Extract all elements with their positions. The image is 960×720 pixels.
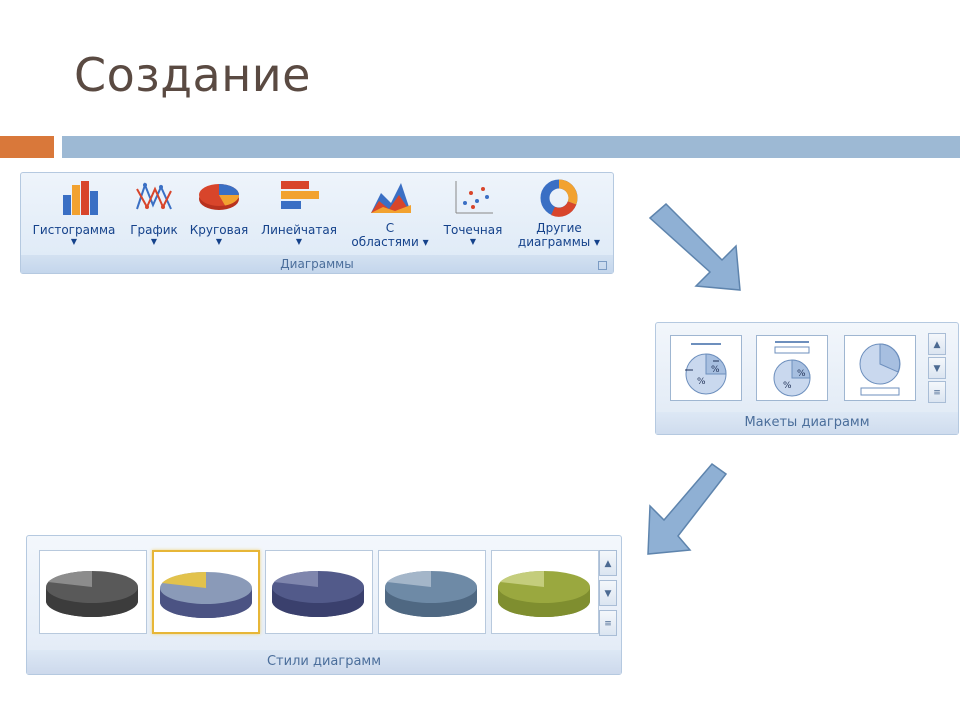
title-accent-bar-orange (0, 136, 54, 158)
chart-styles-group-label: Стили диаграмм (27, 650, 621, 674)
pie-button[interactable]: Круговая ▼ (185, 173, 253, 255)
chart-layout-2[interactable]: % % (756, 335, 828, 401)
chart-layout-3[interactable] (844, 335, 916, 401)
doughnut-chart-icon (540, 179, 578, 217)
chart-style-1[interactable] (39, 550, 147, 634)
layout-pie-percent-icon: % % (685, 343, 727, 395)
scatter-label: Точечная (443, 223, 503, 237)
bar-button[interactable]: Линейчатая ▼ (253, 173, 345, 255)
arrow-down-left-icon (647, 462, 728, 555)
scroll-up-button[interactable]: ▲ (928, 333, 946, 355)
svg-text:%: % (783, 381, 792, 391)
chart-layouts-ribbon-group: % % % % ▲ ▼ ≡ Макеты диаграмм (655, 322, 959, 435)
slide-title: Создание (74, 48, 311, 102)
3d-pie-icon (160, 571, 252, 618)
column-chart-icon (63, 181, 98, 215)
chart-style-3[interactable] (265, 550, 373, 634)
svg-text:%: % (697, 377, 706, 387)
charts-group-label: Диаграммы (21, 255, 613, 273)
gallery-more-button[interactable]: ≡ (599, 610, 617, 636)
3d-pie-icon (498, 570, 590, 617)
title-accent-bar-blue (62, 136, 960, 158)
chart-style-4[interactable] (378, 550, 486, 634)
dialog-launcher-icon[interactable] (598, 261, 607, 270)
layout-pie-legend-bottom-icon (859, 343, 901, 396)
charts-ribbon-group: Гистограмма ▼ График ▼ Круговая ▼ Линейч… (20, 172, 614, 274)
gallery-more-button[interactable]: ≡ (928, 381, 946, 403)
chevron-down-icon: ▼ (150, 237, 158, 246)
other-charts-button[interactable]: Другие диаграммы ▾ (511, 173, 607, 255)
area-chart-icon (371, 183, 411, 213)
chart-styles-ribbon-group: ▲ ▼ ≡ Стили диаграмм (26, 535, 622, 675)
area-button[interactable]: С областями ▾ (345, 173, 435, 255)
3d-pie-icon (46, 570, 138, 617)
arrow-down-right-icon (648, 202, 741, 291)
chart-style-5[interactable] (491, 550, 599, 634)
chevron-down-icon: ▼ (70, 237, 78, 246)
chevron-down-icon: ▼ (469, 237, 477, 246)
chevron-down-icon: ▼ (295, 237, 303, 246)
chart-layout-1[interactable]: % % (670, 335, 742, 401)
scroll-down-button[interactable]: ▼ (928, 357, 946, 379)
histogram-button[interactable]: Гистограмма ▼ (27, 173, 121, 255)
chart-style-2[interactable] (152, 550, 260, 634)
chart-layouts-group-label: Макеты диаграмм (656, 412, 958, 434)
scroll-up-button[interactable]: ▲ (599, 550, 617, 576)
scroll-down-button[interactable]: ▼ (599, 580, 617, 606)
bar-label: Линейчатая (261, 223, 337, 237)
graph-button[interactable]: График ▼ (123, 173, 185, 255)
svg-text:%: % (797, 369, 806, 379)
area-label-line1: С (385, 221, 395, 235)
3d-pie-icon (385, 570, 477, 617)
bar-chart-icon (281, 181, 319, 209)
3d-pie-icon (272, 570, 364, 617)
other-label-line1: Другие (536, 221, 582, 235)
pie-chart-icon (199, 184, 239, 210)
graph-label: График (130, 223, 178, 237)
histogram-label: Гистограмма (32, 223, 116, 237)
area-label-line2: областями ▾ (351, 235, 429, 249)
scatter-chart-icon (455, 181, 493, 214)
other-label-line2: диаграммы ▾ (517, 235, 601, 249)
chevron-down-icon: ▼ (215, 237, 223, 246)
line-chart-icon (136, 182, 172, 210)
svg-text:%: % (711, 365, 720, 375)
layout-pie-legend-top-icon: % % (773, 341, 811, 397)
pie-label: Круговая (189, 223, 249, 237)
scatter-button[interactable]: Точечная ▼ (435, 173, 511, 255)
